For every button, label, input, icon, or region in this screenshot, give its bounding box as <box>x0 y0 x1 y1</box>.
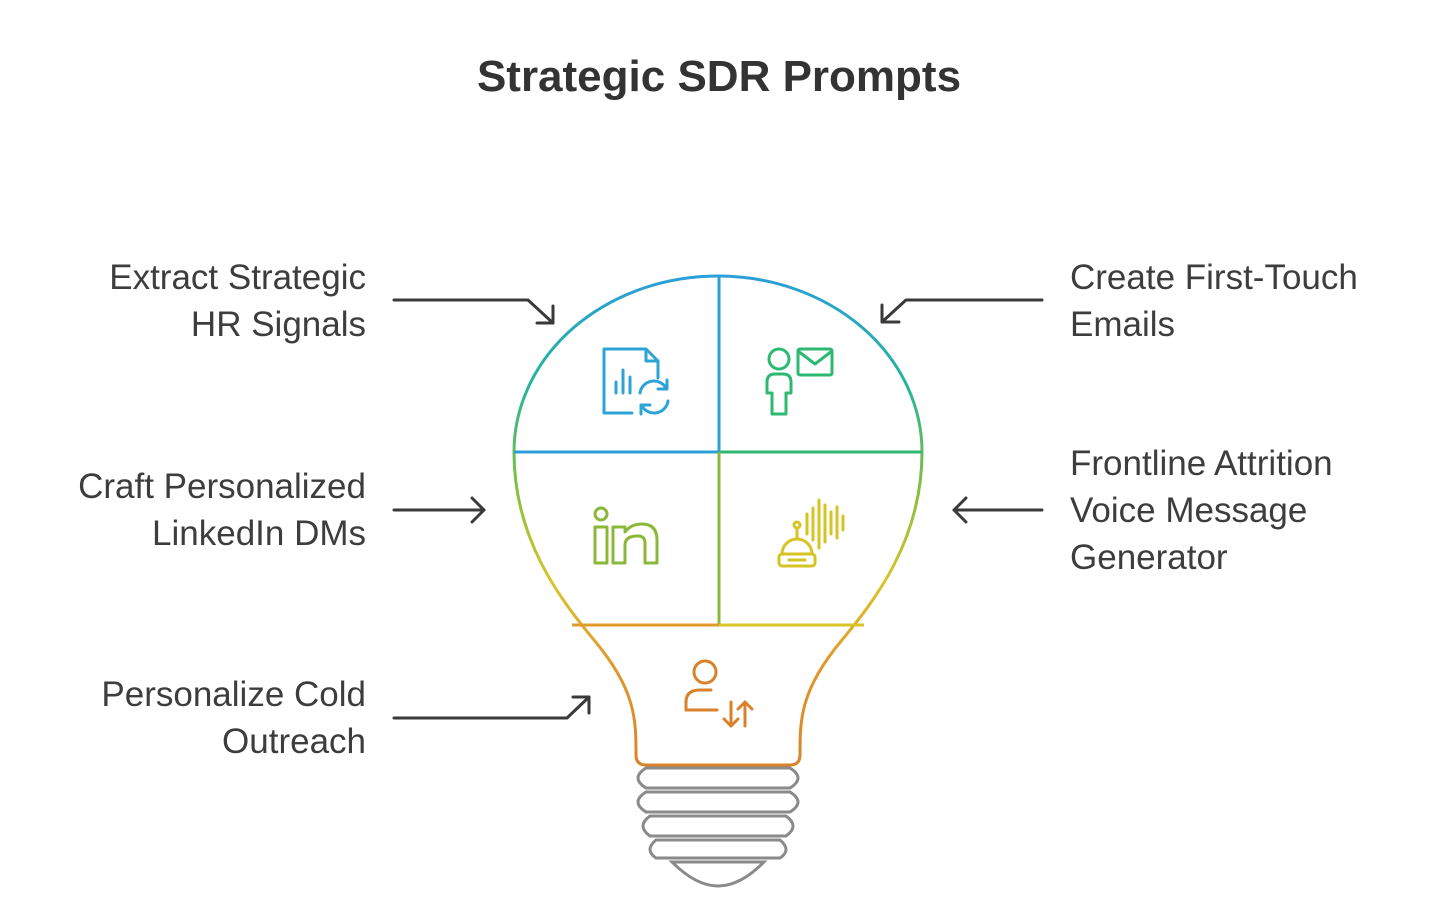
arrow-voice-message <box>952 496 1044 524</box>
label-line: Emails <box>1070 305 1176 344</box>
label-line: Generator <box>1070 538 1228 577</box>
bulb-base <box>636 766 800 888</box>
label-line: LinkedIn DMs <box>152 514 366 553</box>
linkedin-icon <box>593 506 659 565</box>
arrow-first-touch-emails <box>880 298 1044 324</box>
label-line: Personalize Cold <box>101 675 366 714</box>
base-tip <box>668 860 768 888</box>
label-first-touch-emails: Create First-Touch Emails <box>1070 254 1358 348</box>
arrow-linkedin-dms <box>392 496 486 524</box>
label-voice-message-generator: Frontline Attrition Voice Message Genera… <box>1070 440 1333 581</box>
label-line: Outreach <box>222 722 366 761</box>
bulb-outline <box>512 274 924 767</box>
label-line: Create First-Touch <box>1070 258 1358 297</box>
arrow-cold-outreach <box>392 695 591 720</box>
document-chart-refresh-icon <box>602 347 670 416</box>
base-thread <box>648 838 788 860</box>
label-line: Voice Message <box>1070 491 1308 530</box>
label-line: HR Signals <box>190 305 366 344</box>
label-linkedin-dms: Craft Personalized LinkedIn DMs <box>78 463 366 557</box>
robot-voice-icon <box>777 498 845 568</box>
person-mail-icon <box>765 347 834 416</box>
arrow-extract-hr-signals <box>392 298 555 325</box>
label-line: Extract Strategic <box>109 258 366 297</box>
page-title: Strategic SDR Prompts <box>476 52 962 101</box>
label-line: Craft Personalized <box>78 467 366 506</box>
label-cold-outreach: Personalize Cold Outreach <box>101 671 366 765</box>
base-thread <box>636 790 800 814</box>
base-thread <box>636 766 800 790</box>
label-line: Frontline Attrition <box>1070 444 1333 483</box>
label-extract-hr-signals: Extract Strategic HR Signals <box>109 254 366 348</box>
person-transfer-icon <box>684 659 754 728</box>
base-thread <box>641 814 795 838</box>
